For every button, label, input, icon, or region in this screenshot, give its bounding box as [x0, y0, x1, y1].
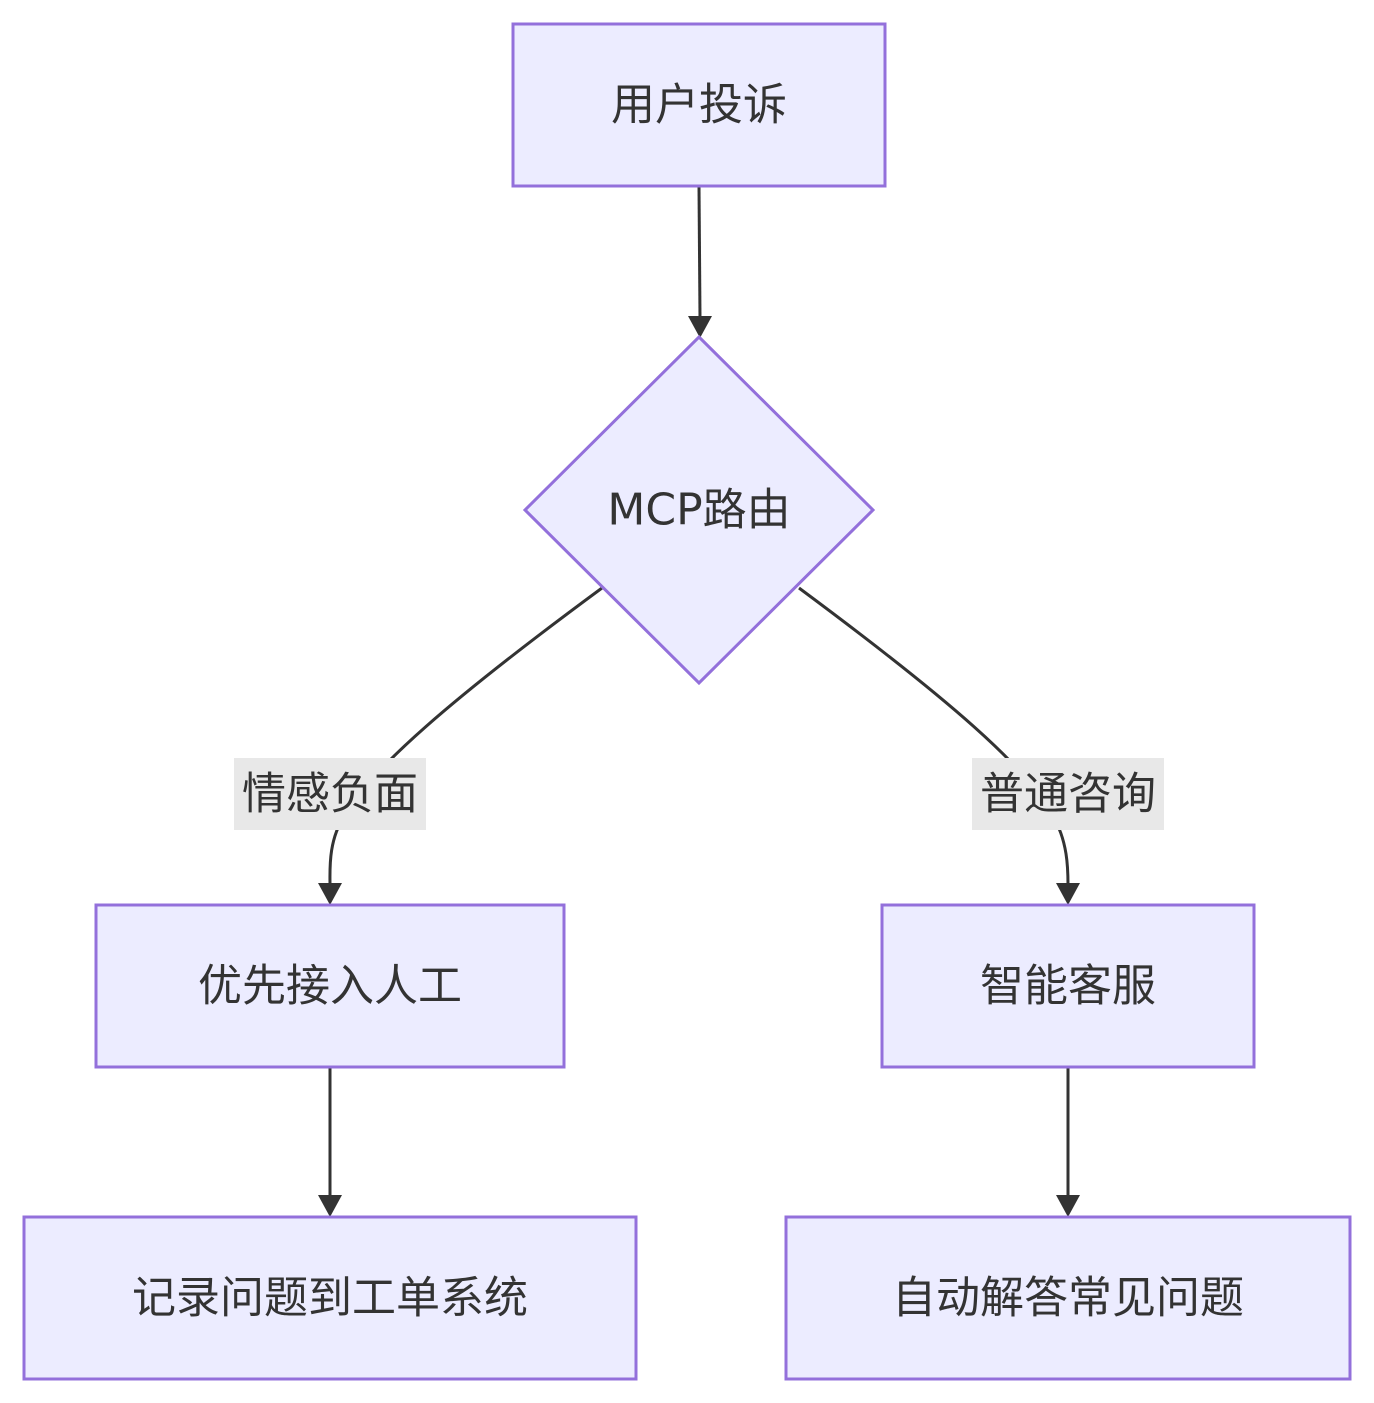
arrowhead-human	[318, 883, 342, 905]
node-complaint-label: 用户投诉	[611, 80, 787, 131]
node-router: MCP路由	[522, 334, 876, 686]
edge-complaint-to-router	[697, 185, 702, 319]
edge-router-to-bot	[798, 586, 1070, 886]
arrowhead-faq	[1056, 1195, 1080, 1217]
edge-label-negative-text: 情感负面	[242, 769, 418, 820]
arrowhead-ticket	[318, 1195, 342, 1217]
edge-label-general: 普通咨询	[972, 758, 1164, 830]
node-faq-label: 自动解答常见问题	[892, 1273, 1244, 1324]
node-ticket: 记录问题到工单系统	[22, 1215, 638, 1381]
node-bot: 智能客服	[880, 903, 1256, 1069]
node-human: 优先接入人工	[94, 903, 566, 1069]
node-router-label: MCP路由	[607, 485, 790, 536]
edge-label-general-text: 普通咨询	[980, 769, 1156, 820]
node-bot-label: 智能客服	[980, 961, 1156, 1012]
node-complaint: 用户投诉	[511, 22, 887, 188]
node-human-label: 优先接入人工	[198, 961, 462, 1012]
node-ticket-label: 记录问题到工单系统	[132, 1273, 528, 1324]
arrowhead-router	[688, 316, 712, 338]
node-faq: 自动解答常见问题	[784, 1215, 1352, 1381]
edge-label-negative: 情感负面	[234, 758, 426, 830]
edge-router-to-human	[328, 586, 603, 886]
arrowhead-bot	[1056, 883, 1080, 905]
